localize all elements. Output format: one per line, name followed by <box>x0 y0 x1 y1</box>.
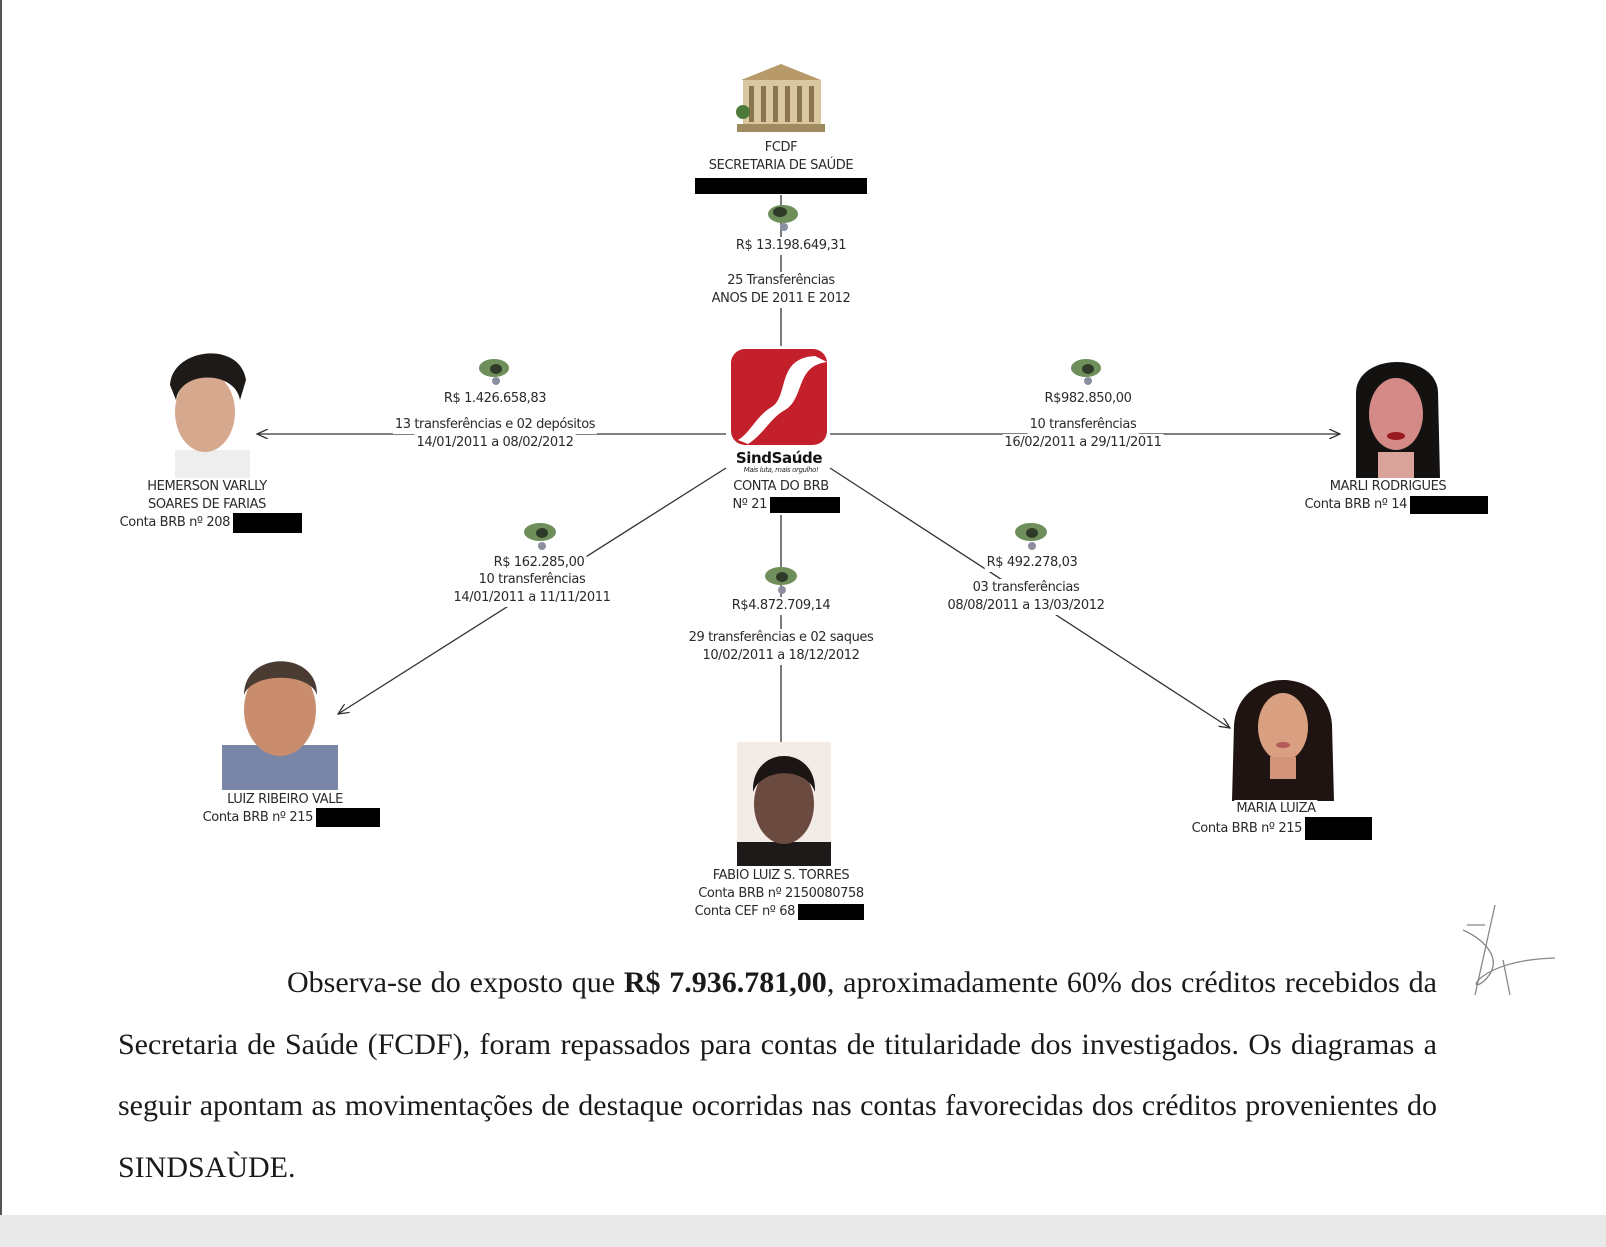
government-building-icon <box>736 64 825 132</box>
handwritten-initials-signature <box>1462 904 1556 996</box>
logo-tagline: Mais luta, mais orgulho! <box>741 466 821 474</box>
money-icon <box>768 205 798 231</box>
money-icon <box>1015 523 1047 550</box>
redaction-bar <box>695 178 867 194</box>
hemerson-name-line1: HEMERSON VARLLY <box>145 478 269 496</box>
marli-name: MARLI RODRIGUES <box>1327 478 1449 496</box>
body-paragraph: Observa-se do exposto que R$ 7.936.781,0… <box>118 952 1437 1198</box>
redaction-bar <box>770 497 840 513</box>
photo-hemerson <box>160 340 250 478</box>
maria-amount: R$ 492.278,03 <box>984 554 1080 572</box>
photo-marli <box>1356 362 1440 478</box>
hemerson-amount: R$ 1.426.658,83 <box>441 390 549 408</box>
photo-luiz <box>222 661 338 790</box>
paragraph-text-2: , aproximadamente 60% dos créditos receb… <box>118 966 1437 1184</box>
redaction-bar <box>1305 817 1372 840</box>
luiz-period: 14/01/2011 a 11/11/2011 <box>451 589 613 607</box>
luiz-account: Conta BRB nº 215 <box>200 809 315 827</box>
money-icon <box>479 359 509 385</box>
paragraph-text-1: Observa-se do exposto que <box>287 966 624 999</box>
fabio-account-cef: Conta CEF nº 68 <box>692 903 797 921</box>
money-icon <box>524 523 556 550</box>
money-icon <box>1071 359 1101 385</box>
redaction-bar <box>316 808 380 827</box>
source-amount: R$ 13.198.649,31 <box>733 237 849 255</box>
marli-account: Conta BRB nº 14 <box>1302 496 1409 514</box>
maria-count: 03 transferências <box>970 579 1082 597</box>
hemerson-count: 13 transferências e 02 depósitos <box>392 416 598 434</box>
maria-name: MARIA LUIZA <box>1234 800 1318 818</box>
photo-fabio <box>737 742 831 866</box>
maria-account: Conta BRB nº 215 <box>1189 820 1304 838</box>
center-account-label: CONTA DO BRB <box>731 478 831 496</box>
fabio-amount: R$4.872.709,14 <box>729 597 833 615</box>
fabio-account-brb: Conta BRB nº 2150080758 <box>696 885 866 903</box>
hemerson-account: Conta BRB nº 208 <box>117 514 232 532</box>
luiz-name: LUIZ RIBEIRO VALE <box>225 791 345 809</box>
source-transfer-period: ANOS DE 2011 E 2012 <box>709 290 853 308</box>
page-bottom-bar <box>0 1215 1606 1247</box>
page-left-border <box>0 0 2 1215</box>
luiz-amount: R$ 162.285,00 <box>491 554 587 572</box>
center-account-number: Nº 21 <box>730 496 769 514</box>
logo-text: SindSaúde <box>733 449 825 467</box>
hemerson-name-line2: SOARES DE FARIAS <box>146 496 268 514</box>
maria-period: 08/08/2011 a 13/03/2012 <box>945 597 1107 615</box>
money-icon <box>765 567 797 594</box>
hemerson-period: 14/01/2011 a 08/02/2012 <box>414 434 576 452</box>
source-name-line1: FCDF <box>762 139 800 157</box>
source-name-line2: SECRETARIA DE SAÚDE <box>706 157 856 175</box>
sindsaude-logo <box>731 349 827 445</box>
fabio-period: 10/02/2011 a 18/12/2012 <box>700 647 862 665</box>
fabio-count: 29 transferências e 02 saques <box>686 629 876 647</box>
redaction-bar <box>233 513 302 533</box>
marli-count: 10 transferências <box>1027 416 1139 434</box>
marli-period: 16/02/2011 a 29/11/2011 <box>1002 434 1164 452</box>
money-flow-diagram: FCDF SECRETARIA DE SAÚDE R$ 13.198.649,3… <box>117 64 1488 921</box>
redaction-bar <box>798 904 864 920</box>
marli-amount: R$982.850,00 <box>1042 390 1134 408</box>
redaction-bar <box>1410 496 1488 514</box>
luiz-count: 10 transferências <box>476 571 588 589</box>
fabio-name: FABIO LUIZ S. TORRES <box>710 867 852 885</box>
source-transfer-count: 25 Transferências <box>725 272 837 290</box>
photo-maria <box>1232 680 1334 801</box>
paragraph-bold-amount: R$ 7.936.781,00 <box>623 966 827 999</box>
